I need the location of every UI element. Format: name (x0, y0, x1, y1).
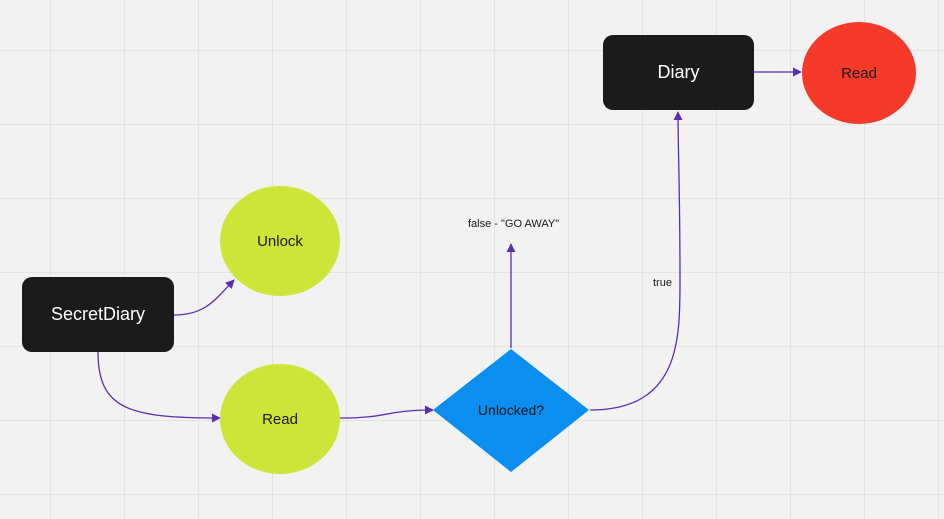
node-read[interactable]: Read (220, 364, 340, 474)
node-diary-label: Diary (657, 62, 700, 82)
edge-label-true: true (653, 277, 672, 289)
node-read-label: Read (262, 410, 298, 428)
edge-secretdiary-to-read[interactable] (97, 351, 221, 423)
edge-secretdiary-to-unlock[interactable] (173, 279, 235, 316)
edge-unlocked-true-to-diary[interactable] (589, 111, 683, 411)
node-secretdiary-label: SecretDiary (50, 304, 146, 324)
node-read-red[interactable]: Read (802, 22, 916, 124)
node-secretdiary[interactable]: SecretDiary (22, 277, 174, 352)
edge-label-false: false - "GO AWAY" (468, 218, 560, 230)
node-diary[interactable]: Diary (603, 35, 754, 110)
node-unlock-label: Unlock (257, 232, 303, 250)
node-unlock[interactable]: Unlock (220, 186, 340, 296)
node-unlocked-label: Unlocked? (477, 402, 545, 418)
edge-read-to-unlocked[interactable] (339, 405, 434, 419)
node-read-red-label: Read (841, 64, 877, 82)
